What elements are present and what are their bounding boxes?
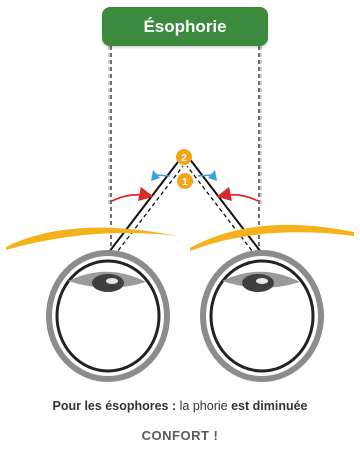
caption-text: Pour les ésophores : la phorie est dimin…: [0, 398, 360, 414]
svg-text:1: 1: [182, 177, 188, 188]
caption-middle: la phorie: [179, 399, 228, 413]
caption-conclusion: CONFORT !: [141, 428, 219, 443]
diagram-title: Ésophorie: [102, 7, 268, 46]
svg-text:2: 2: [181, 153, 187, 164]
left-eyelid: [6, 227, 178, 250]
left-deviated-axis: [113, 165, 184, 257]
right-eyelid: [190, 224, 354, 251]
left-red-arrow: [111, 186, 154, 202]
marker-1: 1: [177, 173, 193, 189]
marker-2: 2: [176, 149, 192, 165]
left-visual-axis: [105, 157, 182, 257]
caption-bold-lead: Pour les ésophores :: [52, 399, 177, 413]
right-blue-arrow: [208, 170, 217, 181]
caption-bold-tail: est diminuée: [231, 399, 308, 413]
right-red-arrow: [216, 186, 259, 202]
left-eye: [46, 250, 170, 382]
right-deviated-axis: [186, 165, 257, 257]
right-visual-axis: [188, 157, 265, 257]
right-eye: [200, 250, 324, 382]
left-blue-arrow: [151, 170, 160, 181]
